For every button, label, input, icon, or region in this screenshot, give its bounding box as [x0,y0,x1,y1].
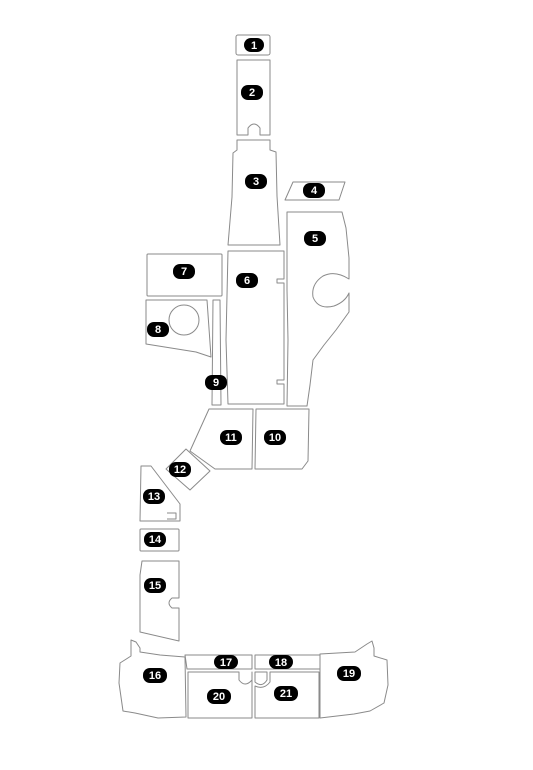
piece-15-label: 15 [149,580,161,592]
piece-19-label: 19 [343,668,355,680]
piece-16-label: 16 [149,670,161,682]
piece-3: 3 [227,139,281,246]
piece-19: 19 [319,640,389,719]
piece-2: 2 [236,59,271,136]
piece-9: 9 [205,299,227,406]
piece-9-label: 9 [213,377,219,389]
piece-1-label: 1 [251,40,257,52]
piece-12-label: 12 [174,464,186,476]
piece-21-label: 21 [280,688,292,700]
piece-17: 17 [184,654,253,670]
piece-11-label: 11 [225,432,237,444]
piece-7: 7 [146,253,223,297]
piece-13: 13 [139,465,181,522]
piece-18: 18 [254,654,321,670]
piece-8: 8 [145,299,212,358]
piece-7-label: 7 [181,266,187,278]
piece-13-label: 13 [148,491,160,503]
piece-3-label: 3 [253,176,259,188]
piece-2-label: 2 [249,87,255,99]
piece-4: 4 [284,181,346,201]
piece-14: 14 [139,528,180,552]
piece-18-label: 18 [275,657,287,669]
piece-6: 6 [225,250,285,405]
piece-10: 10 [254,408,310,470]
piece-16: 16 [118,639,187,719]
piece-15: 15 [139,560,180,642]
piece-5: 5 [286,211,350,407]
piece-17-label: 17 [220,657,232,669]
piece-11: 11 [189,408,254,470]
piece-20: 20 [187,671,253,719]
piece-20-label: 20 [213,691,225,703]
piece-4-label: 4 [311,185,318,197]
piece-8-label: 8 [155,324,161,336]
piece-14-label: 14 [149,534,162,546]
piece-21: 21 [254,671,320,719]
piece-10-label: 10 [269,432,281,444]
piece-5-label: 5 [312,233,318,245]
piece-1: 1 [235,34,271,56]
piece-12: 12 [165,448,211,491]
piece-6-label: 6 [244,275,250,287]
